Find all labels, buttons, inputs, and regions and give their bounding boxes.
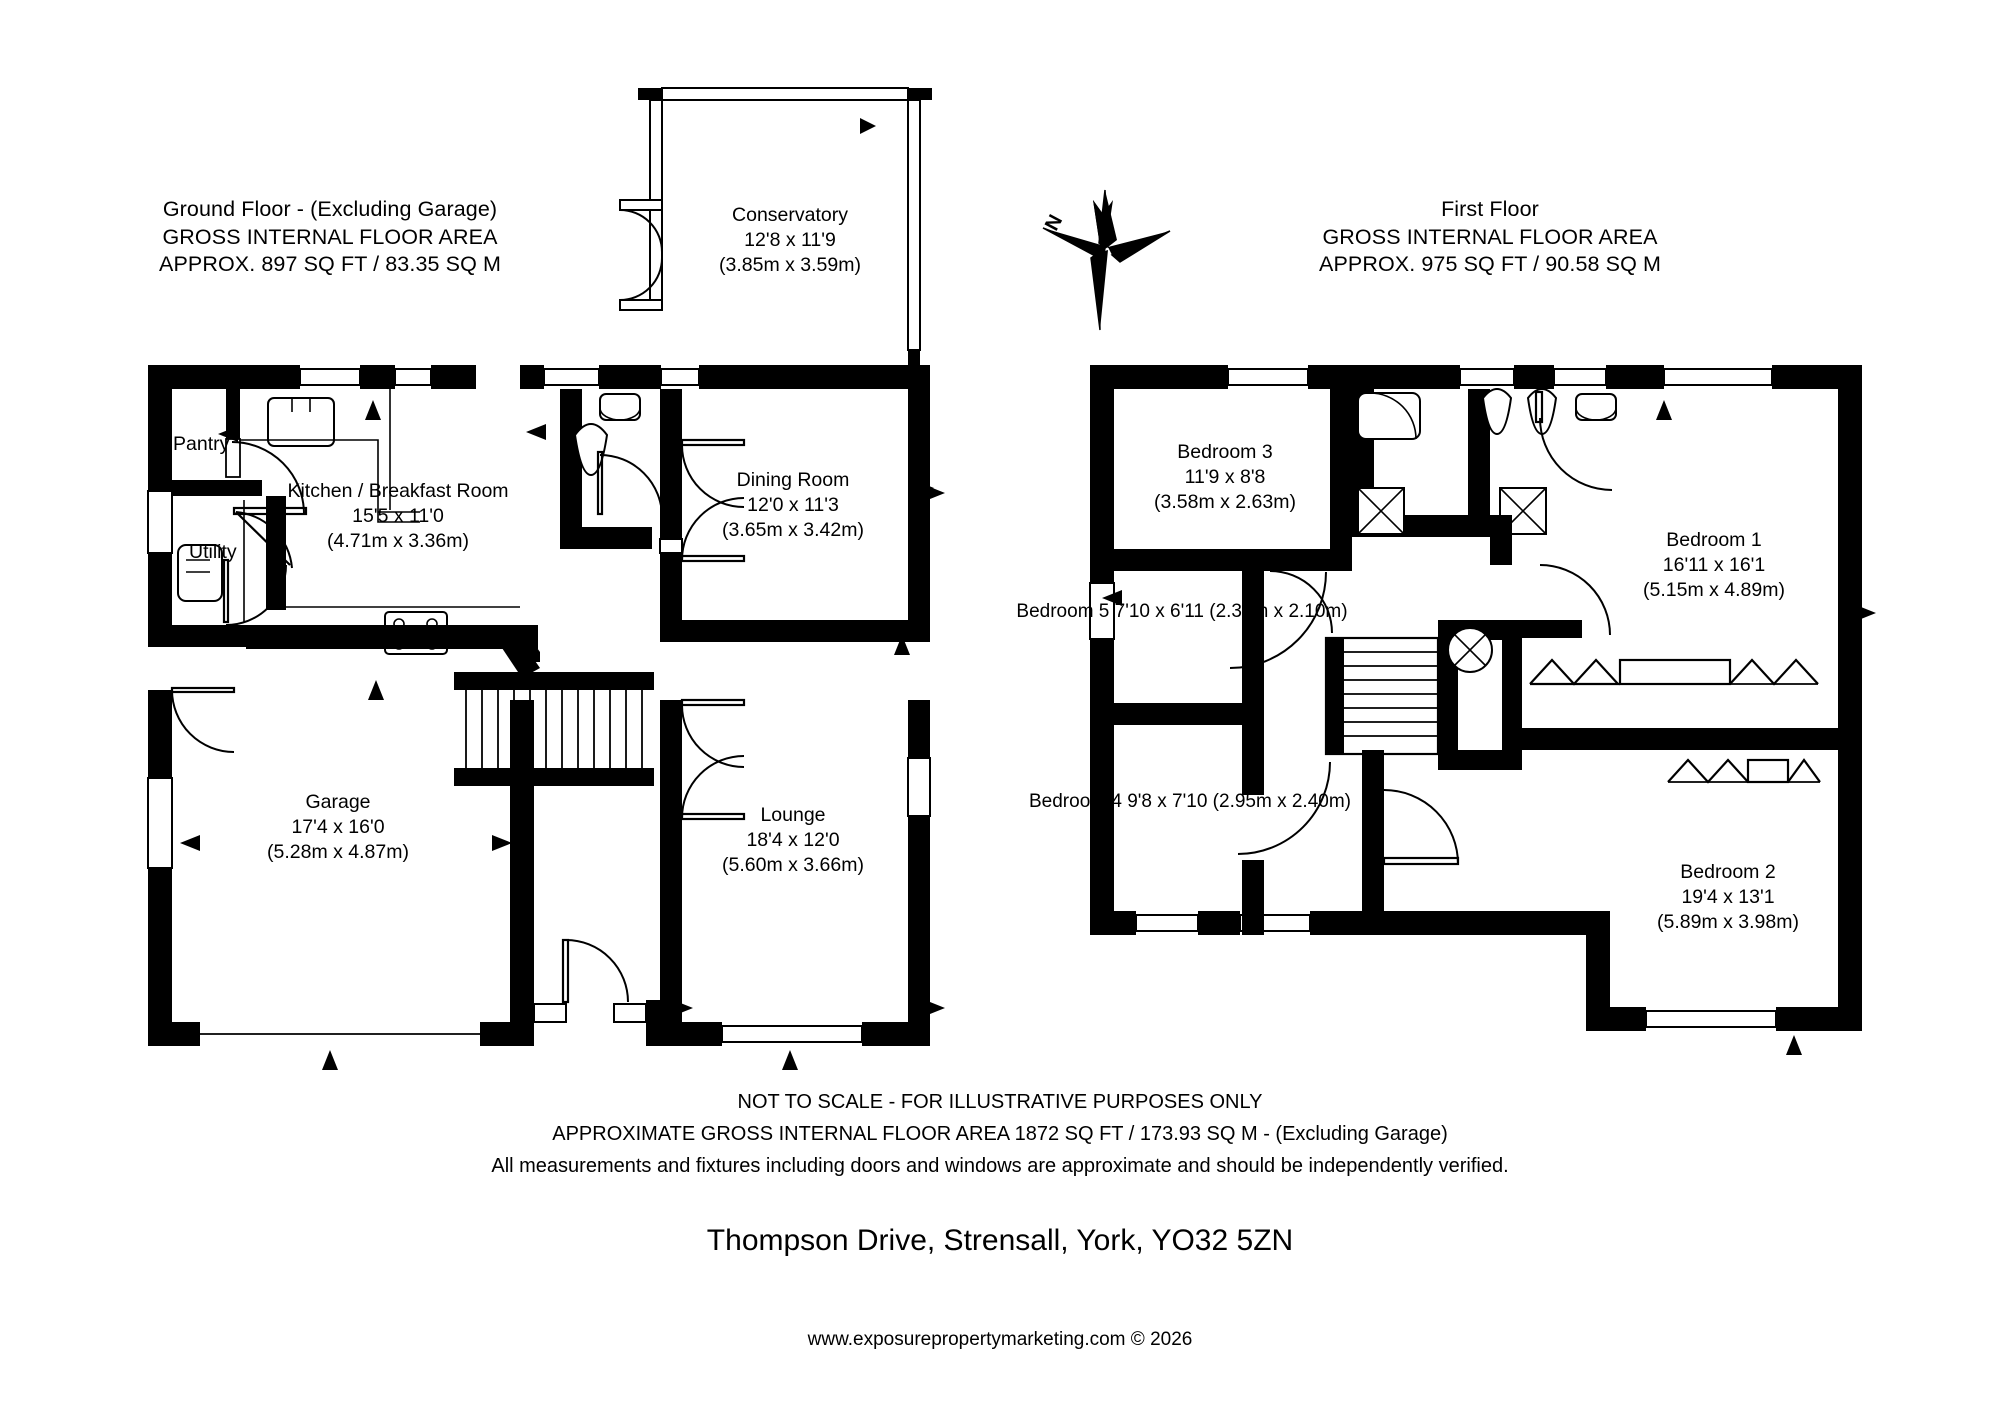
ground-view-arrows bbox=[180, 400, 945, 1070]
ground-exterior-walls bbox=[147, 365, 930, 1046]
room-label-conservatory: Conservatory 12'8 x 11'9 (3.85m x 3.59m) bbox=[719, 203, 861, 278]
room-name: Bedroom 3 bbox=[1177, 441, 1273, 463]
room-dimensions-feet: 15'5 x 11'0 bbox=[352, 504, 444, 527]
ground-floor-area-value: APPROX. 897 SQ FT / 83.35 SQ M bbox=[159, 252, 501, 277]
room-dimensions-metres: (5.15m x 4.89m) bbox=[1643, 578, 1785, 601]
ground-floor-plan bbox=[147, 87, 945, 1070]
room-dimensions-metres: (3.85m x 3.59m) bbox=[719, 253, 861, 276]
room-dimensions-metres: (3.65m x 3.42m) bbox=[722, 518, 864, 541]
ground-floor-header: Ground Floor - (Excluding Garage) GROSS … bbox=[159, 196, 501, 279]
room-dimensions-metres: (4.71m x 3.36m) bbox=[327, 529, 469, 552]
first-floor-plan bbox=[1089, 365, 1876, 1055]
room-name: Dining Room bbox=[736, 469, 850, 491]
first-floor-area-label: GROSS INTERNAL FLOOR AREA bbox=[1322, 224, 1658, 249]
room-dimensions-feet: 18'4 x 12'0 bbox=[746, 828, 840, 851]
room-dimensions-feet: 12'8 x 11'9 bbox=[744, 228, 836, 251]
disclaimer-line-2: APPROXIMATE GROSS INTERNAL FLOOR AREA 18… bbox=[552, 1123, 1448, 1145]
room-label-lounge: Lounge 18'4 x 12'0 (5.60m x 3.66m) bbox=[722, 803, 864, 878]
room-dimensions-metres: (2.95m x 2.40m) bbox=[1212, 791, 1351, 812]
first-floor-header: First Floor GROSS INTERNAL FLOOR AREA AP… bbox=[1319, 196, 1661, 279]
property-address: Thompson Drive, Strensall, York, YO32 5Z… bbox=[706, 1224, 1294, 1257]
first-floor-title: First Floor bbox=[1441, 197, 1539, 221]
room-dimensions-metres: (5.60m x 3.66m) bbox=[722, 853, 864, 876]
room-label-kitchen-breakfast: Kitchen / Breakfast Room 15'5 x 11'0 (4.… bbox=[287, 479, 508, 554]
room-label-dining-room: Dining Room 12'0 x 11'3 (3.65m x 3.42m) bbox=[722, 468, 864, 543]
conservatory-structure bbox=[619, 87, 932, 372]
room-label-garage: Garage 17'4 x 16'0 (5.28m x 4.87m) bbox=[267, 790, 409, 865]
ground-internal-walls bbox=[172, 389, 931, 1046]
room-dimensions-feet: 19'4 x 13'1 bbox=[1681, 885, 1775, 908]
room-name: Bedroom 4 bbox=[1029, 791, 1122, 812]
room-label-bedroom-5: Bedroom 5 7'10 x 6'11 (2.39m x 2.10m) bbox=[1016, 600, 1347, 624]
room-dimensions-metres: (5.89m x 3.98m) bbox=[1657, 910, 1799, 933]
disclaimer-line-3: All measurements and fixtures including … bbox=[491, 1155, 1509, 1177]
room-name: Bedroom 5 bbox=[1016, 601, 1110, 622]
room-label-bedroom-1: Bedroom 1 16'11 x 16'1 (5.15m x 4.89m) bbox=[1643, 528, 1785, 603]
room-dimensions-feet: 7'10 x 6'11 bbox=[1114, 601, 1204, 622]
room-dimensions-metres: (5.28m x 4.87m) bbox=[267, 840, 409, 863]
room-name: Kitchen / Breakfast Room bbox=[287, 480, 509, 502]
first-internal-walls bbox=[1114, 388, 1862, 935]
room-dimensions-feet: 16'11 x 16'1 bbox=[1662, 553, 1766, 576]
room-label-pantry: Pantry bbox=[173, 433, 230, 455]
wardrobes-bedroom1 bbox=[1529, 658, 1819, 686]
room-name: Lounge bbox=[760, 804, 826, 826]
room-dimensions-feet: 9'8 x 7'10 bbox=[1127, 791, 1208, 812]
room-dimensions-metres: (2.39m x 2.10m) bbox=[1209, 601, 1348, 622]
ground-floor-area-label: GROSS INTERNAL FLOOR AREA bbox=[162, 224, 498, 249]
room-dimensions-feet: 17'4 x 16'0 bbox=[291, 815, 385, 838]
room-name: Conservatory bbox=[732, 204, 848, 226]
room-dimensions-metres: (3.58m x 2.63m) bbox=[1154, 490, 1296, 513]
svg-text:N: N bbox=[1041, 211, 1067, 234]
room-label-bedroom-3: Bedroom 3 11'9 x 8'8 (3.58m x 2.63m) bbox=[1154, 440, 1296, 515]
room-name: Bedroom 2 bbox=[1680, 861, 1776, 883]
room-dimensions-feet: 11'9 x 8'8 bbox=[1184, 465, 1266, 488]
compass-rose-icon: N bbox=[1041, 189, 1171, 331]
room-name: Garage bbox=[305, 791, 371, 813]
disclaimer-line-1: NOT TO SCALE - FOR ILLUSTRATIVE PURPOSES… bbox=[737, 1091, 1263, 1113]
room-name: Bedroom 1 bbox=[1666, 529, 1762, 551]
first-exterior-walls bbox=[1089, 365, 1862, 1031]
wardrobes-bedroom2 bbox=[1667, 758, 1821, 784]
room-label-bedroom-4: Bedroom 4 9'8 x 7'10 (2.95m x 2.40m) bbox=[1029, 790, 1351, 814]
first-view-arrows bbox=[1102, 400, 1876, 1055]
room-label-bedroom-2: Bedroom 2 19'4 x 13'1 (5.89m x 3.98m) bbox=[1657, 860, 1799, 935]
website-credit: www.exposurepropertymarketing.com © 2026 bbox=[807, 1329, 1193, 1350]
ground-floor-title: Ground Floor - (Excluding Garage) bbox=[162, 197, 498, 221]
room-label-utility: Utility bbox=[189, 541, 237, 563]
staircase-ground bbox=[465, 690, 643, 768]
room-dimensions-feet: 12'0 x 11'3 bbox=[747, 493, 839, 516]
first-floor-area-value: APPROX. 975 SQ FT / 90.58 SQ M bbox=[1319, 252, 1661, 277]
